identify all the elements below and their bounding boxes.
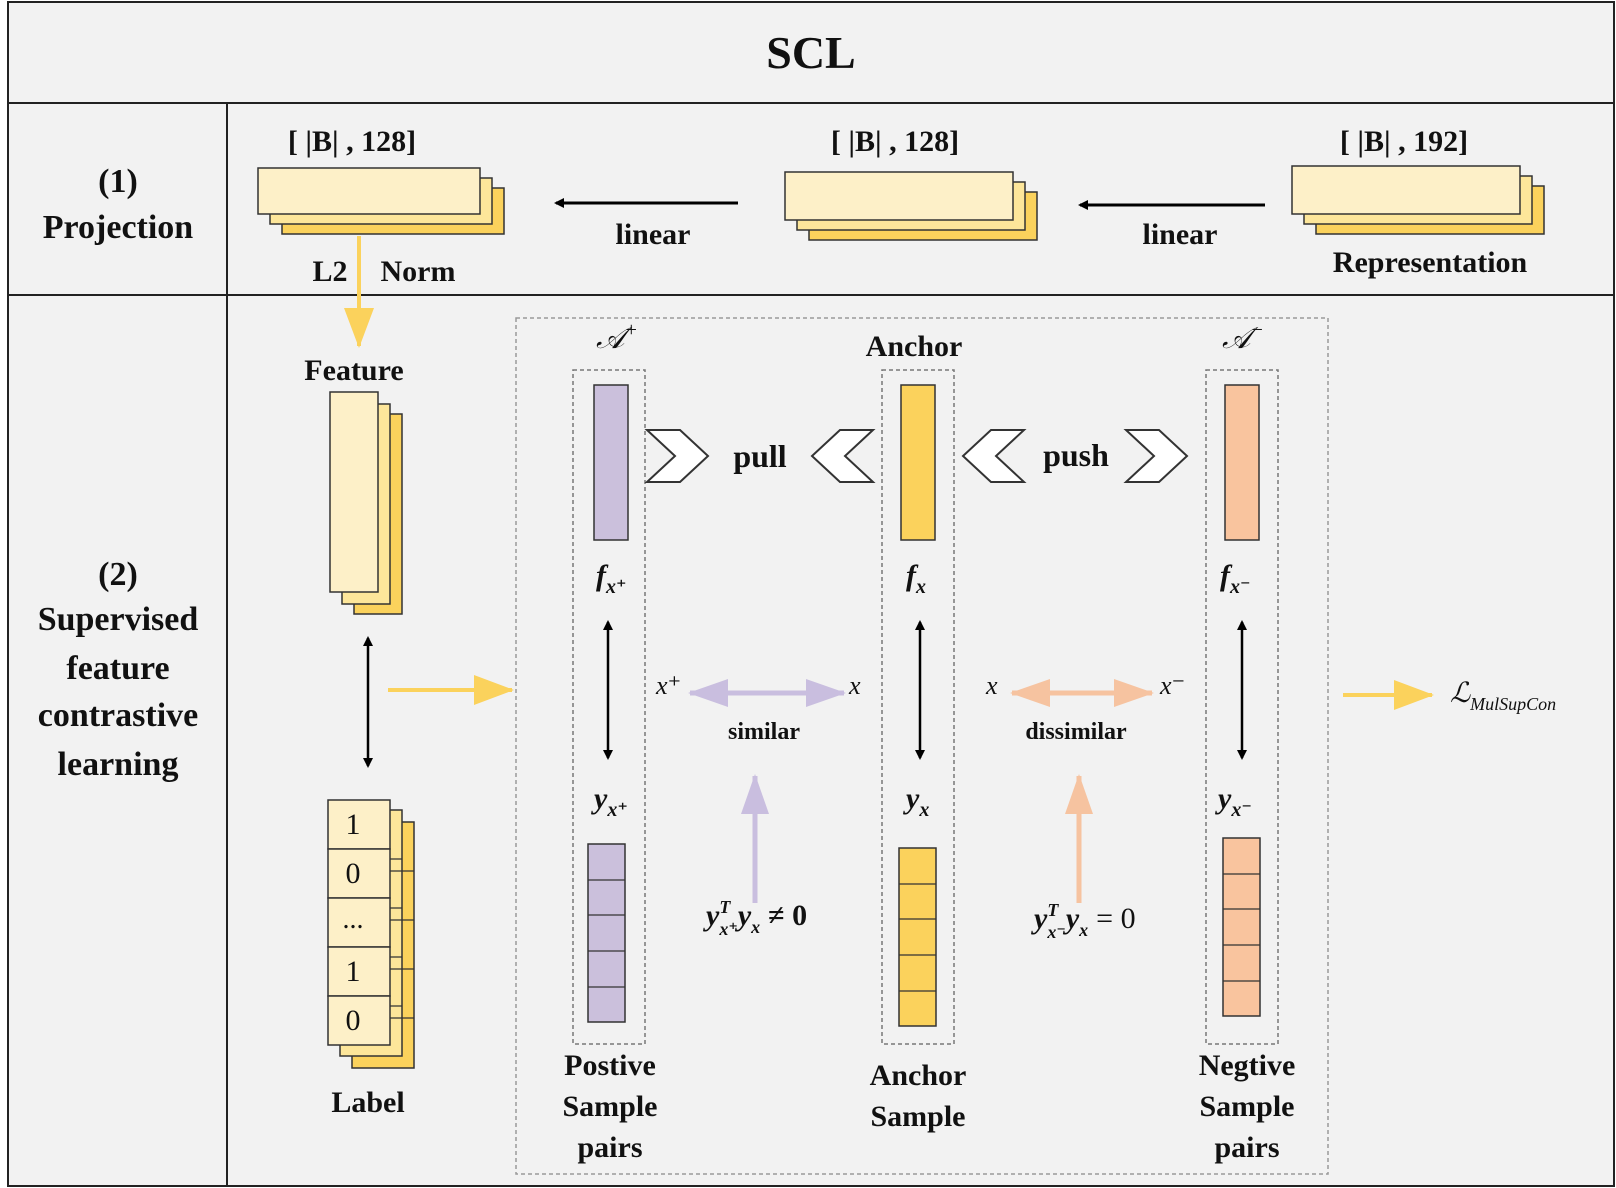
- positive-caption-1: Postive: [564, 1049, 656, 1082]
- label-value: 0: [346, 1004, 361, 1037]
- x-plus-label: x⁺: [655, 671, 681, 700]
- dim-right: [ |B| , 192]: [1340, 125, 1468, 158]
- x-right-label: x: [985, 671, 998, 700]
- label-value: 1: [346, 955, 361, 988]
- dissimilar-label: dissimilar: [1025, 719, 1127, 745]
- chevron-left-icon: [961, 429, 1027, 483]
- f-anchor: fx: [906, 559, 926, 598]
- label-value: 0: [346, 857, 361, 890]
- positive-caption-3: pairs: [577, 1131, 642, 1164]
- y-anchor: yx: [903, 782, 929, 821]
- label-cell: [327, 897, 391, 948]
- anchor-caption-2: Sample: [870, 1100, 965, 1133]
- anchor-caption-1: Anchor: [870, 1059, 967, 1092]
- contrast-box: [515, 317, 1329, 1175]
- y-positive: yx⁺: [591, 782, 628, 821]
- supervised-number: (2): [98, 556, 138, 593]
- positive-column-outline: [572, 369, 646, 1045]
- hidden-stack: [784, 171, 1038, 241]
- supervised-line-1: Supervised: [38, 601, 199, 638]
- label-value: 1: [346, 808, 361, 841]
- push-label: push: [1043, 437, 1109, 473]
- negative-label-bar: [1222, 837, 1261, 1017]
- anchor-label-bar: [898, 847, 937, 1027]
- negative-column-outline: [1205, 369, 1279, 1045]
- positive-label-bar: [587, 843, 626, 1023]
- dim-mid: [ |B| , 128]: [831, 125, 959, 158]
- linear-label-right: linear: [1143, 218, 1218, 251]
- anchor-feature-bar: [900, 384, 936, 541]
- feature-label: Feature: [304, 354, 403, 387]
- supervised-line-4: learning: [58, 746, 179, 783]
- supervised-line-3: contrastive: [38, 697, 199, 734]
- negative-caption-2: Sample: [1199, 1090, 1294, 1123]
- chevron-left-icon: [810, 429, 876, 483]
- positive-caption-2: Sample: [562, 1090, 657, 1123]
- label-caption: Label: [331, 1086, 404, 1119]
- a-minus-label: 𝒜−: [1222, 319, 1264, 355]
- projection-name: Projection: [43, 209, 194, 246]
- negative-caption-3: pairs: [1214, 1131, 1279, 1164]
- representation-stack: [1291, 165, 1545, 235]
- anchor-title: Anchor: [866, 330, 963, 363]
- label-cell: [327, 799, 391, 850]
- y-negative: yx⁻: [1215, 782, 1252, 821]
- norm-label: Norm: [381, 255, 456, 288]
- label-cell: [327, 946, 391, 997]
- pull-label: pull: [733, 438, 786, 474]
- feature-stack: [329, 391, 403, 615]
- f-negative: fx⁻: [1220, 559, 1251, 598]
- projected-feature-stack: [257, 167, 505, 235]
- diagram-title: SCL: [766, 27, 855, 78]
- pull-chevrons: [644, 429, 876, 483]
- linear-label-left: linear: [616, 218, 691, 251]
- supervised-line-2: feature: [66, 650, 169, 687]
- label-stack: [327, 799, 415, 1069]
- anchor-column-outline: [881, 369, 955, 1045]
- f-positive: fx⁺: [596, 559, 627, 598]
- push-chevrons: [961, 429, 1189, 483]
- chevron-right-icon: [644, 429, 710, 483]
- similar-label: similar: [728, 719, 800, 745]
- representation-label: Representation: [1333, 246, 1528, 279]
- dim-left: [ |B| , 128]: [288, 125, 416, 158]
- l2-label: L2: [312, 255, 347, 288]
- chevron-right-icon: [1123, 429, 1189, 483]
- label-cell: [327, 995, 391, 1046]
- loss-label: ℒMulSupCon: [1450, 678, 1556, 714]
- negative-caption-1: Negtive: [1199, 1049, 1296, 1082]
- label-value: ...: [343, 904, 364, 935]
- positive-feature-bar: [593, 384, 629, 541]
- x-minus-label: x⁻: [1159, 671, 1185, 700]
- projection-number: (1): [98, 163, 138, 200]
- x-left-label: x: [848, 671, 861, 700]
- negative-feature-bar: [1224, 384, 1260, 541]
